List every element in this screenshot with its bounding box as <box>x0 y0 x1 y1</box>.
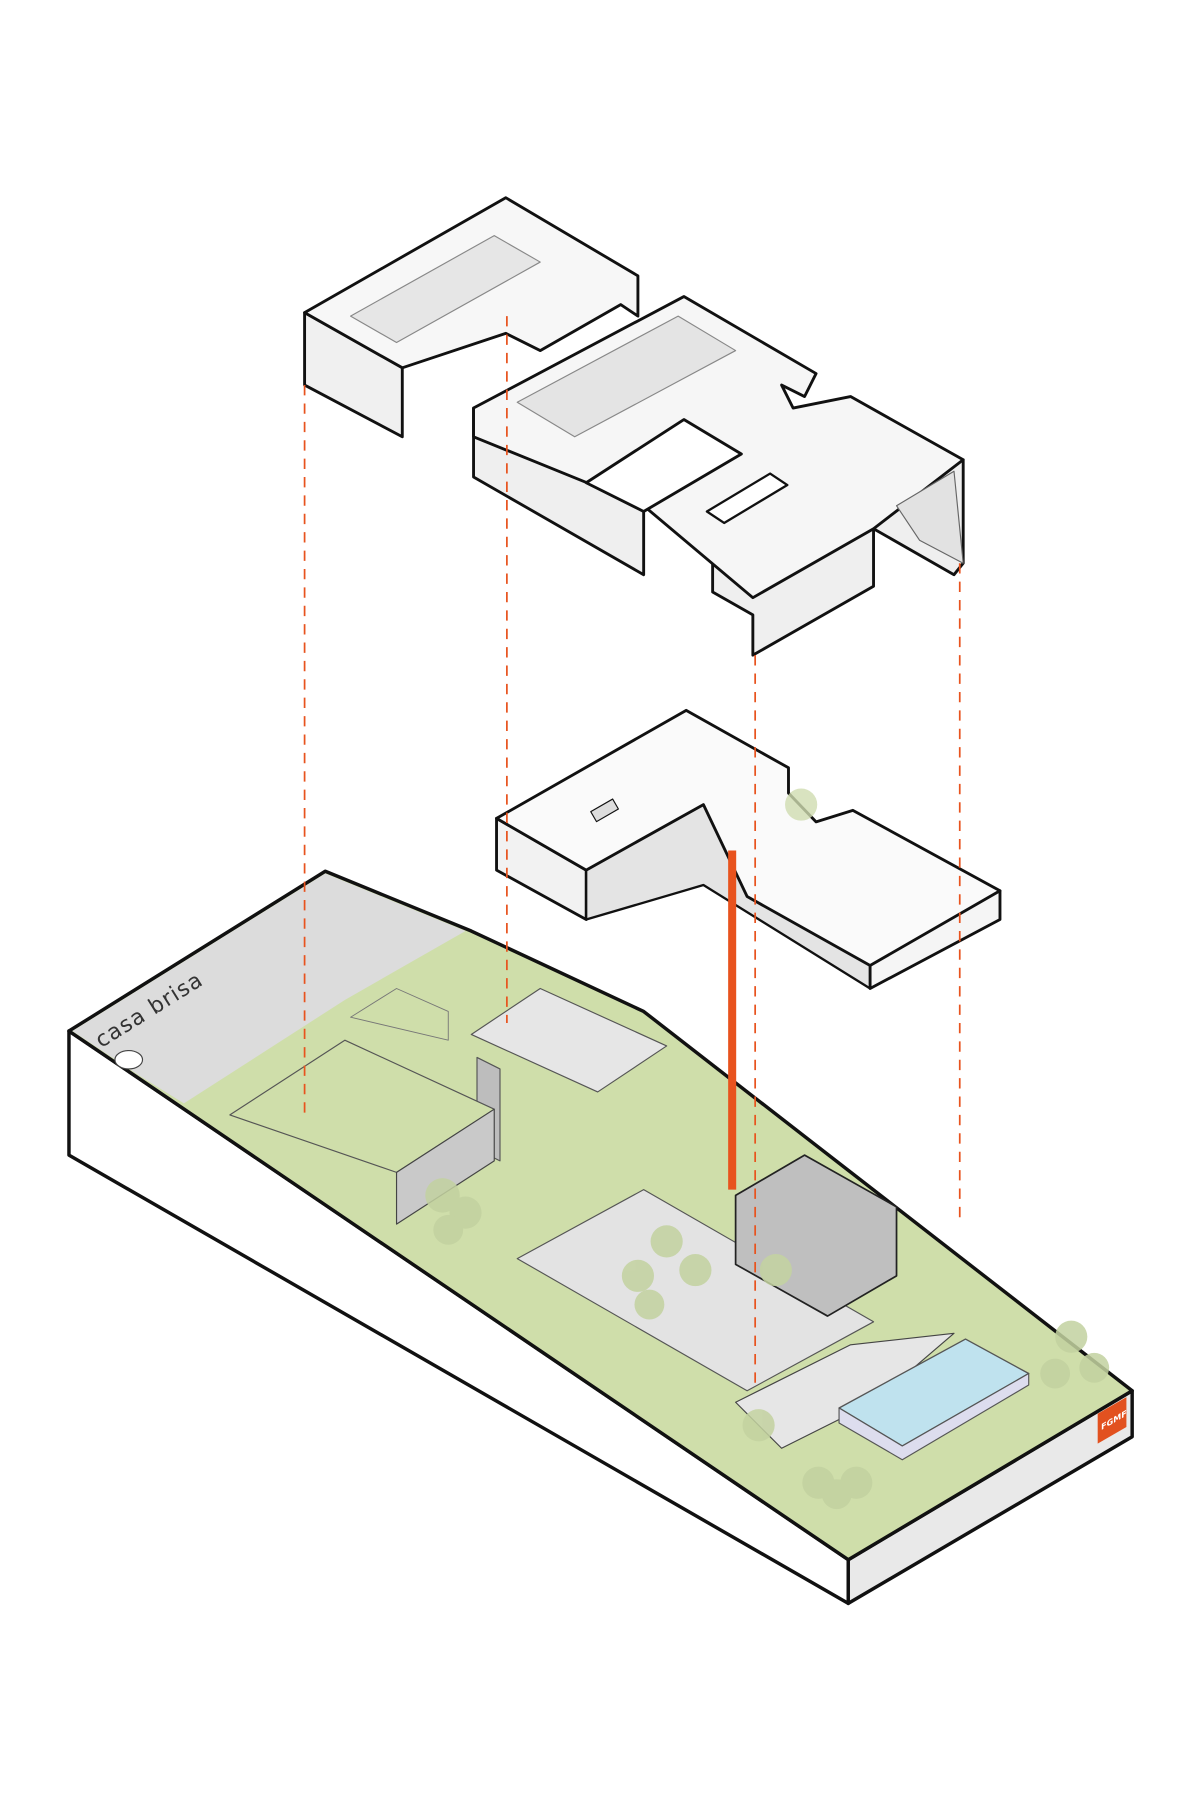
site-paved-area <box>72 873 466 1104</box>
garage-slab <box>470 987 668 1093</box>
tree <box>679 1253 712 1287</box>
upper-floor-top <box>495 708 1002 967</box>
upper-floor-layer <box>495 708 1002 990</box>
pool-edge <box>838 1372 1030 1461</box>
living-slab <box>516 1189 875 1392</box>
roof-left-skylight <box>349 235 541 344</box>
roof-end-panel <box>895 470 964 564</box>
roof-skylight-small <box>705 472 789 525</box>
tree <box>634 1289 665 1320</box>
roof-layer <box>303 196 965 657</box>
upper-roof-vent <box>590 798 619 823</box>
tree <box>1040 1358 1071 1389</box>
trees <box>425 1178 1110 1510</box>
tree <box>1079 1352 1110 1383</box>
tree <box>650 1225 683 1258</box>
tree <box>742 1409 775 1442</box>
architect-logo: FGMF <box>1097 1397 1127 1444</box>
projection-lines <box>303 316 961 1391</box>
tree <box>759 1253 792 1287</box>
tree <box>821 1479 852 1510</box>
roof-courtyard-opening <box>584 418 743 513</box>
tree <box>621 1259 655 1292</box>
roof-main-skylight <box>516 315 737 438</box>
pavilion-glass <box>395 1108 495 1225</box>
tree <box>1055 1320 1088 1353</box>
site-layer: casa brisa FGMF <box>67 869 1134 1606</box>
entry-lawn <box>350 988 449 1041</box>
tree <box>425 1178 460 1213</box>
compass-icon <box>114 1049 144 1070</box>
tree <box>433 1214 464 1245</box>
upper-tree <box>785 788 818 821</box>
